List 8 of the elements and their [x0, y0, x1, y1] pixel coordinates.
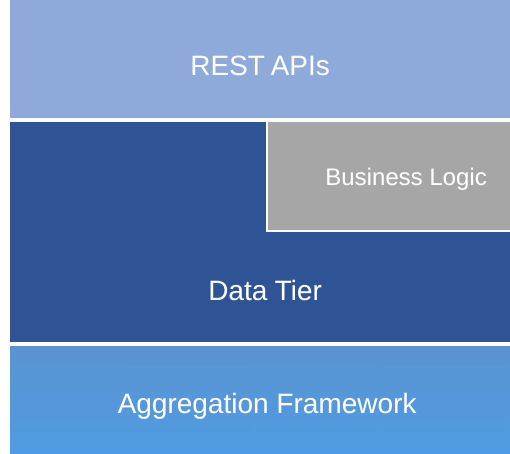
layer-panel	[10, 122, 510, 342]
layer-panel	[10, 0, 510, 118]
layer-label: Business Logic	[325, 164, 487, 192]
layer-label: Aggregation Framework	[118, 388, 416, 420]
layer-label: Data Tier	[208, 275, 322, 307]
layer-label: REST APIs	[190, 50, 330, 82]
layer-panel	[10, 346, 510, 454]
module-box	[266, 122, 510, 232]
